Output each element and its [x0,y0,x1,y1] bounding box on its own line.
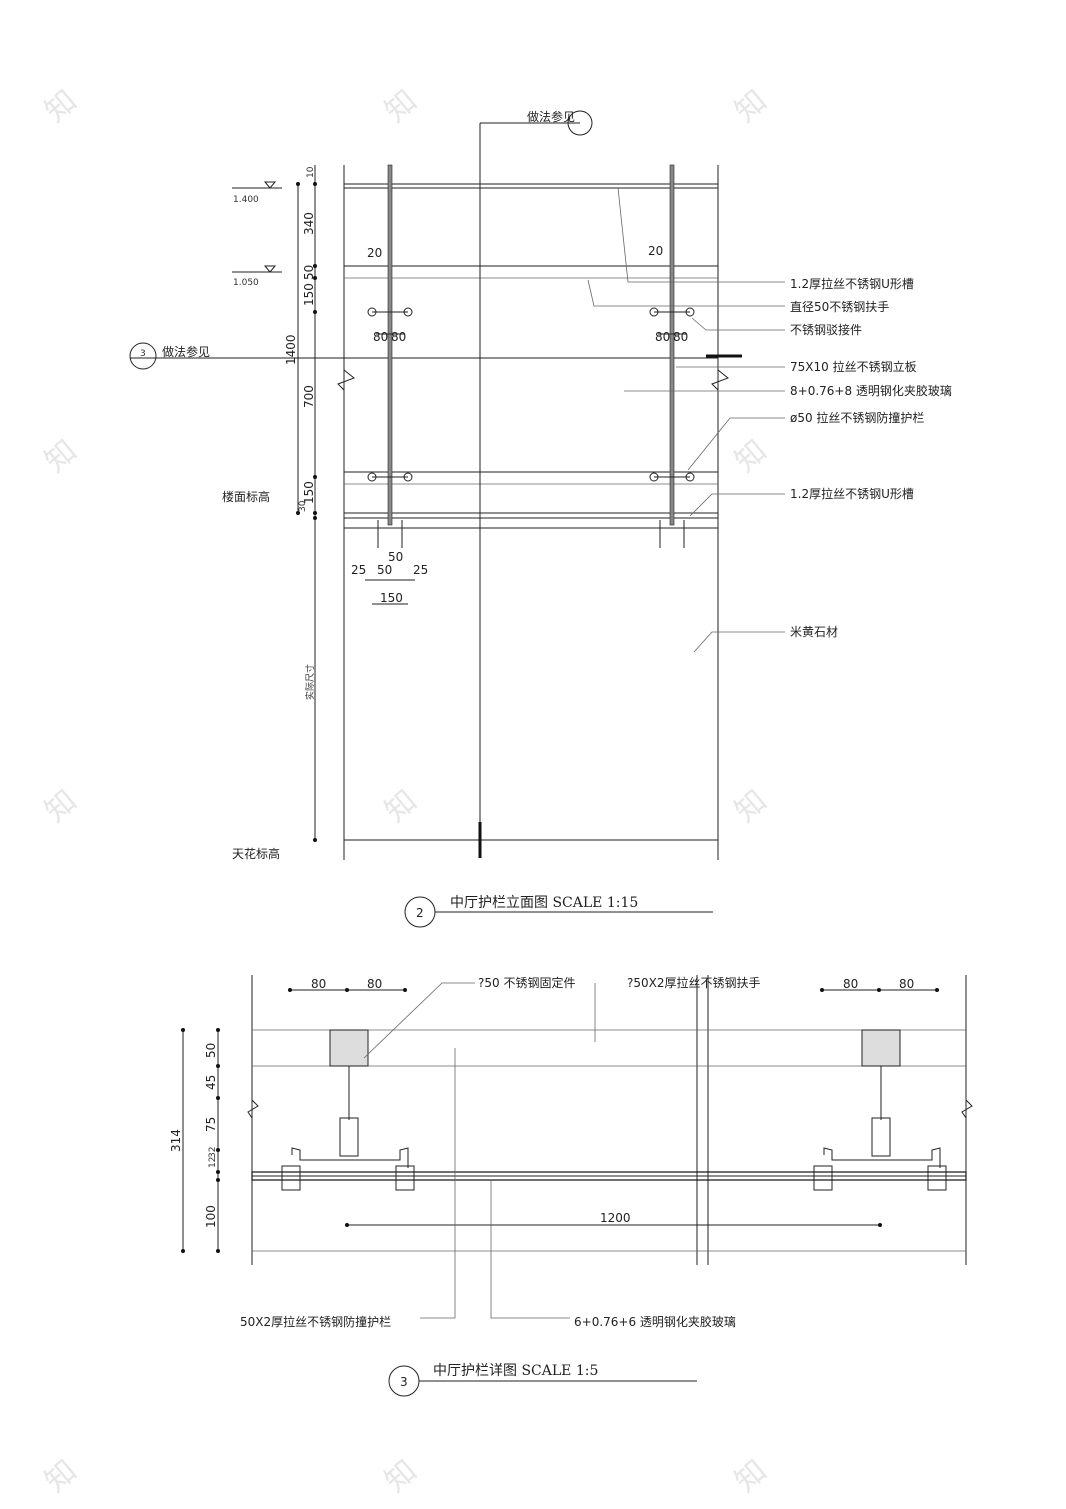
svg-text:10: 10 [306,166,316,178]
svg-text:知: 知 [728,1453,773,1499]
svg-text:32: 32 [208,1147,218,1158]
svg-text:中厅护栏详图 SCALE 1:5: 中厅护栏详图 SCALE 1:5 [433,1363,598,1379]
svg-text:80: 80 [367,977,382,991]
level-1400: 1.400 [233,195,259,205]
svg-text:知: 知 [38,783,83,829]
svg-text:150: 150 [302,283,316,306]
svg-text:80: 80 [391,330,406,344]
svg-text:知: 知 [38,433,83,479]
svg-text:50: 50 [377,563,392,577]
fitting [367,307,695,482]
label-connector: 不锈钢驳接件 [790,322,862,337]
label-stone: 米黄石材 [790,625,838,639]
label-guard-rail: 50X2厚拉丝不锈钢防撞护栏 [240,1314,391,1329]
svg-text:80: 80 [843,977,858,991]
svg-text:知: 知 [38,1453,83,1499]
svg-text:知: 知 [378,83,423,129]
detail-dims: 80 80 80 80 50 45 75 12 32 100 314 1200 [169,977,914,1228]
label-handrail: ?50X2厚拉丝不锈钢扶手 [627,975,761,990]
svg-text:知: 知 [728,83,773,129]
svg-text:45: 45 [204,1075,218,1090]
svg-text:20: 20 [367,246,382,260]
svg-text:50: 50 [204,1043,218,1058]
ref-left-number: 3 [140,349,146,359]
svg-text:80: 80 [899,977,914,991]
svg-text:700: 700 [302,385,316,408]
svg-text:3: 3 [400,1375,408,1389]
elevation-left-dims: 10 340 50 150 1400 700 150 30 实际尺寸 [284,166,316,700]
detail-title: 3 中厅护栏详图 SCALE 1:5 [388,1363,697,1397]
svg-text:2: 2 [416,906,424,920]
svg-text:知: 知 [728,783,773,829]
label-u-channel-top: 1.2厚拉丝不锈钢U形槽 [790,276,914,291]
svg-text:知: 知 [378,783,423,829]
svg-text:50: 50 [302,265,316,280]
svg-text:25: 25 [351,563,366,577]
label-glass: 8+0.76+8 透明钢化夹胶玻璃 [790,383,952,398]
svg-text:80: 80 [311,977,326,991]
svg-text:150: 150 [380,591,403,605]
svg-text:80: 80 [373,330,388,344]
svg-text:50: 50 [388,550,403,564]
watermark: 知 知 知 知 知 知 知 知 知 知 知 [38,83,773,1499]
svg-text:实际尺寸: 实际尺寸 [304,664,316,700]
label-upright-plate: 75X10 拉丝不锈钢立板 [790,359,917,374]
svg-text:100: 100 [204,1205,218,1228]
svg-text:80: 80 [673,330,688,344]
ref-top-label: 做法参见 [527,109,575,124]
ref-left-label: 做法参见 [162,344,210,359]
svg-text:75: 75 [204,1117,218,1132]
svg-text:知: 知 [38,83,83,129]
elevation-post-dims: 20 20 80 80 80 80 50 25 50 25 150 [351,244,688,605]
svg-text:知: 知 [728,433,773,479]
ceiling-level-label: 天花标高 [232,846,280,861]
svg-text:30: 30 [298,500,308,512]
svg-text:150: 150 [302,481,316,504]
detail-labels: ?50 不锈钢固定件 ?50X2厚拉丝不锈钢扶手 50X2厚拉丝不锈钢防撞护栏 … [240,975,761,1329]
svg-text:1400: 1400 [284,334,298,365]
svg-text:314: 314 [169,1129,183,1152]
elevation-labels: 1.2厚拉丝不锈钢U形槽 直径50不锈钢扶手 不锈钢驳接件 75X10 拉丝不锈… [790,276,952,639]
label-u-channel-bottom: 1.2厚拉丝不锈钢U形槽 [790,486,914,501]
floor-level-label: 楼面标高 [222,489,270,504]
svg-text:1200: 1200 [600,1211,631,1225]
svg-text:25: 25 [413,563,428,577]
level-1050: 1.050 [233,278,259,288]
svg-text:知: 知 [378,1453,423,1499]
svg-text:20: 20 [648,244,663,258]
label-handrail: 直径50不锈钢扶手 [790,299,889,314]
label-glass: 6+0.76+6 透明钢化夹胶玻璃 [574,1314,736,1329]
label-fixing: ?50 不锈钢固定件 [478,975,575,990]
svg-text:340: 340 [302,212,316,235]
elevation-title: 2 中厅护栏立面图 SCALE 1:15 [404,895,713,928]
elevation-drawing [129,110,785,860]
svg-text:80: 80 [655,330,670,344]
svg-text:12: 12 [208,1157,218,1168]
detail-drawing [181,975,973,1319]
svg-text:中厅护栏立面图 SCALE 1:15: 中厅护栏立面图 SCALE 1:15 [450,895,638,911]
label-guard-rail: ø50 拉丝不锈钢防撞护栏 [790,410,924,425]
